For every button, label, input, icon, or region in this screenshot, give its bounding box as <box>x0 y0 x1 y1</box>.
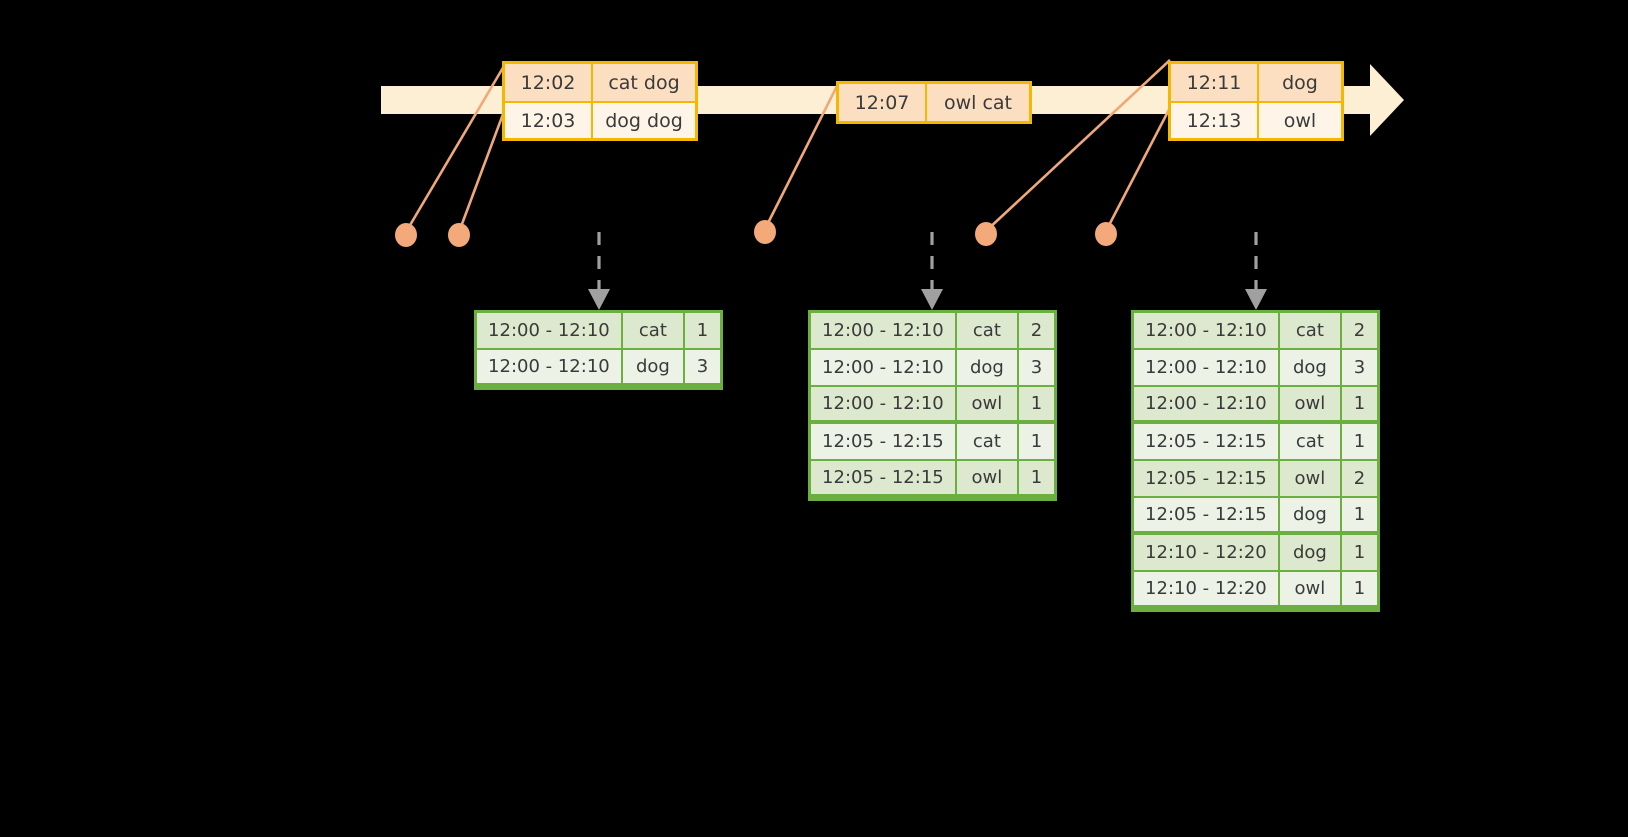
emit-arrows <box>588 232 1267 310</box>
count-cell: 3 <box>1353 357 1366 378</box>
event-words: cat dog <box>608 71 680 94</box>
event-time: 12:11 <box>1171 64 1259 101</box>
event-row[interactable]: 12:07 owl cat <box>839 84 1029 121</box>
count-cell: 2 <box>1353 320 1366 341</box>
key-cell: dog <box>1280 535 1343 570</box>
window-cell: 12:05 - 12:15 <box>1134 498 1280 531</box>
key-cell: cat <box>1280 313 1343 348</box>
count-cell: 1 <box>1353 578 1366 599</box>
key-cell: cat <box>1280 424 1343 459</box>
count-cell: 1 <box>1030 393 1043 414</box>
event-words: owl cat <box>943 91 1013 114</box>
event-group-3[interactable]: 12:11 dog 12:13 owl <box>1168 61 1344 141</box>
event-dots <box>395 220 1117 247</box>
event-time: 12:07 <box>839 84 927 121</box>
count-cell: 1 <box>1353 504 1366 525</box>
event-row[interactable]: 12:02 cat dog <box>505 64 695 101</box>
window-cell: 12:05 - 12:15 <box>1134 461 1280 496</box>
count-cell: 1 <box>1030 467 1043 488</box>
event-words: dog dog <box>605 109 683 132</box>
count-cell: 1 <box>1353 542 1366 563</box>
window-cell: 12:05 - 12:15 <box>811 461 957 494</box>
key-cell: dog <box>623 350 686 383</box>
window-cell: 12:05 - 12:15 <box>1134 424 1280 459</box>
window-cell: 12:00 - 12:10 <box>477 350 623 383</box>
window-cell: 12:00 - 12:10 <box>477 313 623 348</box>
count-cell: 2 <box>1353 468 1366 489</box>
event-dot <box>754 220 776 244</box>
key-cell: owl <box>1280 387 1343 420</box>
event-row[interactable]: 12:11 dog <box>1171 64 1341 101</box>
window-cell: 12:00 - 12:10 <box>811 387 957 420</box>
key-cell: owl <box>1280 572 1343 605</box>
window-cell: 12:00 - 12:10 <box>811 313 957 348</box>
key-cell: owl <box>957 461 1020 494</box>
event-time: 12:03 <box>505 103 593 138</box>
event-group-2[interactable]: 12:07 owl cat <box>836 81 1032 124</box>
count-cell: 3 <box>696 356 709 377</box>
count-cell: 3 <box>1030 357 1043 378</box>
key-cell: cat <box>957 313 1020 348</box>
event-dot <box>975 222 997 246</box>
window-cell: 12:00 - 12:10 <box>1134 350 1280 385</box>
count-cell: 2 <box>1030 320 1043 341</box>
count-cell: 1 <box>1353 393 1366 414</box>
event-dot <box>1095 222 1117 246</box>
key-cell: cat <box>957 424 1020 459</box>
key-cell: dog <box>1280 498 1343 531</box>
key-cell: owl <box>1280 461 1343 496</box>
event-row[interactable]: 12:13 owl <box>1171 101 1341 138</box>
window-cell: 12:10 - 12:20 <box>1134 572 1280 605</box>
event-time: 12:13 <box>1171 103 1259 138</box>
count-cell: 1 <box>1353 431 1366 452</box>
event-dot <box>448 223 470 247</box>
count-cell: 1 <box>1030 431 1043 452</box>
window-cell: 12:00 - 12:10 <box>811 350 957 385</box>
window-cell: 12:00 - 12:10 <box>1134 313 1280 348</box>
key-cell: owl <box>957 387 1020 420</box>
event-time: 12:02 <box>505 64 593 101</box>
event-words: owl <box>1283 109 1317 132</box>
event-row[interactable]: 12:03 dog dog <box>505 101 695 138</box>
key-cell: dog <box>1280 350 1343 385</box>
event-group-1[interactable]: 12:02 cat dog 12:03 dog dog <box>502 61 698 141</box>
window-cell: 12:10 - 12:20 <box>1134 535 1280 570</box>
count-cell: 1 <box>696 320 709 341</box>
window-cell: 12:00 - 12:10 <box>1134 387 1280 420</box>
key-cell: dog <box>957 350 1020 385</box>
window-cell: 12:05 - 12:15 <box>811 424 957 459</box>
key-cell: cat <box>623 313 686 348</box>
event-words: dog <box>1282 71 1318 94</box>
event-dot <box>395 223 417 247</box>
